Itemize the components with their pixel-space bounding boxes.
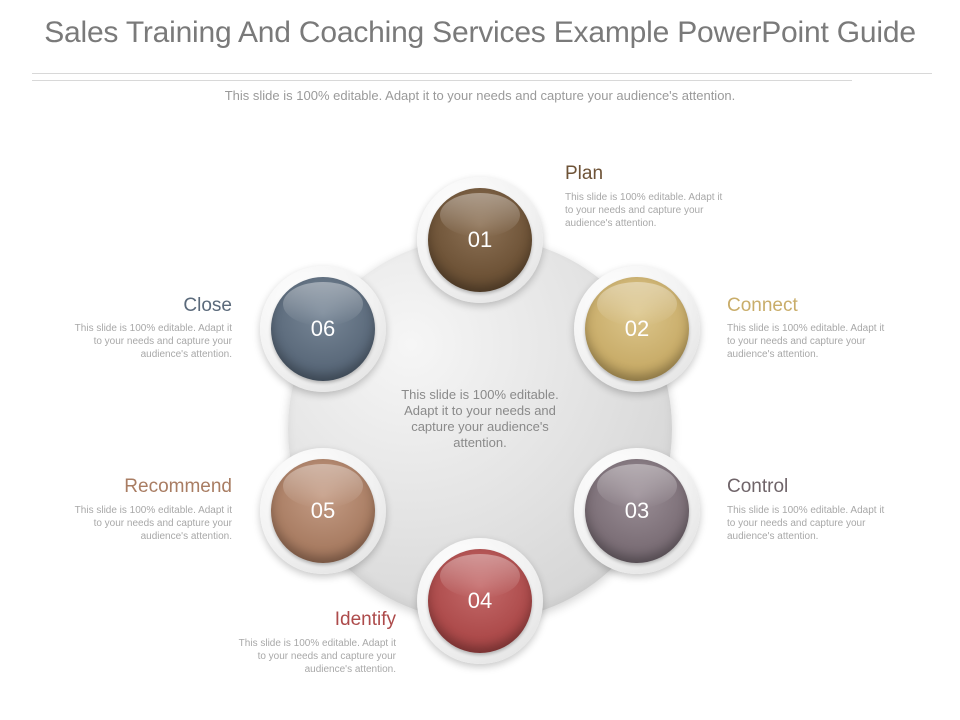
step-01-description: This slide is 100% editable. Adapt it to… [565, 192, 723, 229]
title-divider-secondary [32, 80, 852, 81]
step-06-circle: 06 [271, 277, 375, 381]
slide-title: Sales Training And Coaching Services Exa… [44, 16, 916, 49]
step-04-circle: 04 [428, 549, 532, 653]
step-05-label: Recommend [124, 476, 232, 497]
step-05-description: This slide is 100% editable. Adapt it to… [74, 505, 232, 542]
step-02-ring: 02 [574, 266, 700, 392]
step-06-description: This slide is 100% editable. Adapt it to… [74, 323, 232, 360]
step-01-label: Plan [565, 163, 604, 184]
center-text: This slide is 100% editable. Adapt it to… [401, 387, 559, 450]
step-05-circle: 05 [271, 459, 375, 563]
step-02-number: 02 [624, 316, 650, 341]
step-06-number: 06 [310, 316, 336, 341]
step-05-number: 05 [310, 498, 336, 523]
slide-subtitle: This slide is 100% editable. Adapt it to… [224, 88, 736, 103]
step-04-label: Identify [334, 609, 396, 630]
step-01-circle: 01 [428, 188, 532, 292]
step-01-number: 01 [467, 227, 493, 252]
title-divider [32, 73, 932, 74]
step-06-ring: 06 [260, 266, 386, 392]
step-05-ring: 05 [260, 448, 386, 574]
step-03-description: This slide is 100% editable. Adapt it to… [727, 505, 885, 542]
step-06-label: Close [183, 295, 232, 316]
step-02-description: This slide is 100% editable. Adapt it to… [727, 323, 885, 360]
step-04-number: 04 [467, 588, 493, 613]
step-03-number: 03 [624, 498, 650, 523]
step-02-circle: 02 [585, 277, 689, 381]
step-01-ring: 01 [417, 177, 543, 303]
step-03-circle: 03 [585, 459, 689, 563]
step-04-description: This slide is 100% editable. Adapt it to… [238, 638, 396, 675]
step-04-ring: 04 [417, 538, 543, 664]
step-02-label: Connect [727, 295, 798, 316]
step-03-ring: 03 [574, 448, 700, 574]
step-03-label: Control [727, 476, 789, 497]
